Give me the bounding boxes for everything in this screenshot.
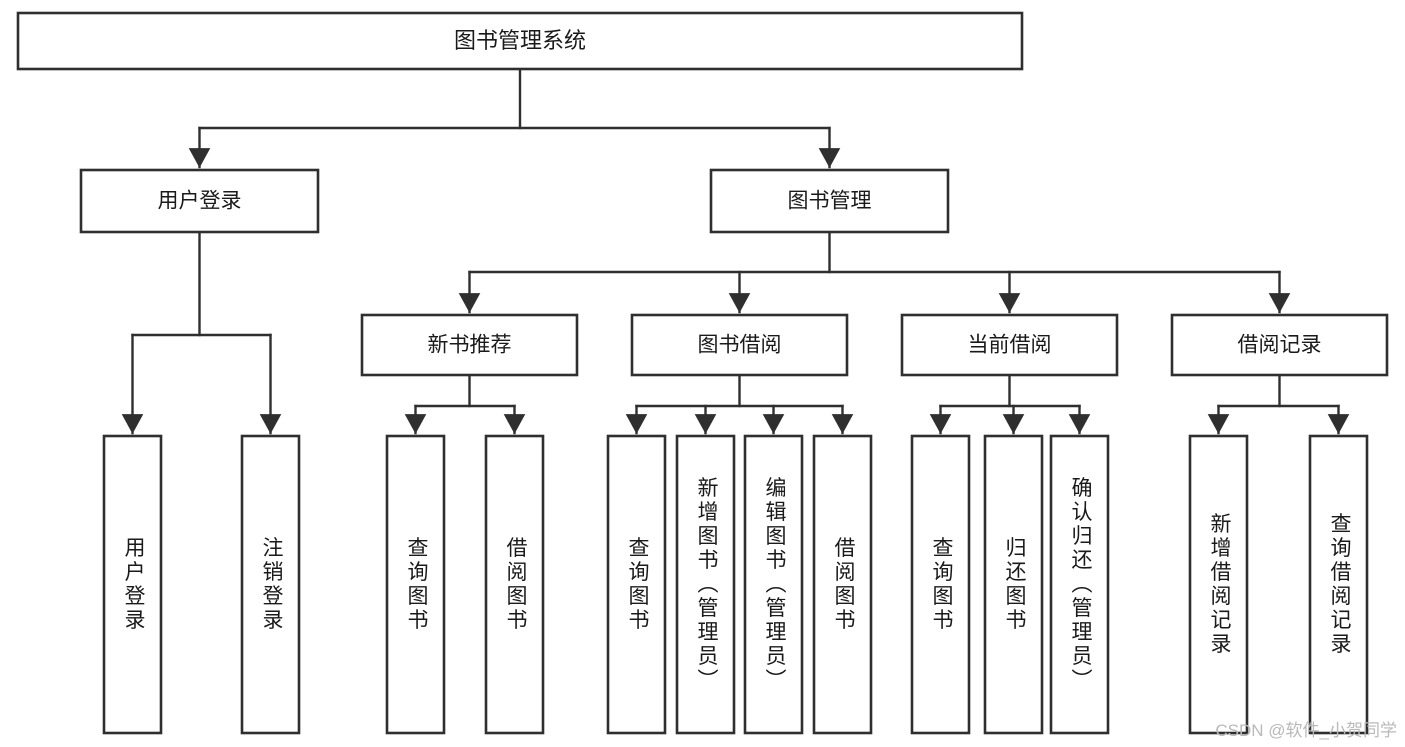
edge-group-book-mgmt: [458, 230, 1291, 314]
node-l3-当前借阅[interactable]: 当前借阅: [900, 313, 1119, 377]
node-box: [709, 168, 950, 234]
node-leaf-新增借阅记录[interactable]: 新增借阅记录: [1188, 434, 1249, 735]
node-box: [983, 434, 1044, 735]
node-label: 借阅图书: [504, 537, 528, 633]
node-label: 编辑图书（管理员）: [763, 477, 787, 693]
node-box: [675, 434, 736, 735]
node-l3-图书借阅[interactable]: 图书借阅: [630, 313, 849, 377]
node-box: [16, 11, 1024, 71]
edge-group-新书推荐: [404, 373, 526, 435]
edge-group-user-login: [121, 230, 282, 435]
node-box: [1308, 434, 1369, 735]
node-label: 查询图书: [626, 537, 650, 633]
node-box: [385, 434, 446, 735]
watermark-text: CSDN @软件_小贺同学: [1215, 721, 1397, 740]
node-l3-新书推荐[interactable]: 新书推荐: [360, 313, 579, 377]
node-box: [360, 313, 579, 377]
node-box: [606, 434, 667, 735]
node-box: [1049, 434, 1110, 735]
edge-group-当前借阅: [929, 373, 1091, 435]
node-label: 查询借阅记录: [1328, 513, 1352, 657]
node-label: 归还图书: [1003, 537, 1027, 633]
node-label: 图书管理: [788, 190, 872, 213]
node-label: 新书推荐: [428, 334, 512, 357]
node-box: [812, 434, 873, 735]
node-l3-借阅记录[interactable]: 借阅记录: [1170, 313, 1389, 377]
node-box: [1170, 313, 1389, 377]
node-leaf-确认归还管理员[interactable]: 确认归还（管理员）: [1049, 434, 1110, 735]
edge-group-root: [188, 67, 841, 169]
node-leaf-新增图书管理员[interactable]: 新增图书（管理员）: [675, 434, 736, 735]
node-box: [484, 434, 545, 735]
node-leaf-归还图书[interactable]: 归还图书: [983, 434, 1044, 735]
node-box: [910, 434, 971, 735]
node-label: 新增借阅记录: [1208, 513, 1232, 657]
node-box: [743, 434, 804, 735]
node-leaf-查询借阅记录[interactable]: 查询借阅记录: [1308, 434, 1369, 735]
node-label: 新增图书（管理员）: [695, 477, 719, 693]
node-box: [900, 313, 1119, 377]
node-box: [240, 434, 301, 735]
node-l2-图书管理[interactable]: 图书管理: [709, 168, 950, 234]
edge-group-图书借阅: [625, 373, 854, 435]
node-box: [630, 313, 849, 377]
node-box: [79, 168, 320, 234]
node-leaf-查询图书[interactable]: 查询图书: [606, 434, 667, 735]
node-leaf-查询图书[interactable]: 查询图书: [910, 434, 971, 735]
node-leaf-注销登录[interactable]: 注销登录: [240, 434, 301, 735]
node-box: [1188, 434, 1249, 735]
node-layer: 图书管理系统用户登录图书管理新书推荐图书借阅当前借阅借阅记录用户登录注销登录查询…: [16, 11, 1389, 735]
edge-layer: [121, 67, 1350, 435]
node-leaf-查询图书[interactable]: 查询图书: [385, 434, 446, 735]
node-label: 用户登录: [158, 190, 242, 213]
edge-group-借阅记录: [1207, 373, 1350, 435]
node-label: 图书管理系统: [454, 28, 586, 53]
node-label: 图书借阅: [698, 334, 782, 357]
node-label: 确认归还（管理员）: [1069, 477, 1093, 693]
node-leaf-用户登录[interactable]: 用户登录: [102, 434, 163, 735]
node-label: 借阅记录: [1238, 334, 1322, 357]
node-box: [102, 434, 163, 735]
node-label: 当前借阅: [968, 334, 1052, 357]
node-root-图书管理系统[interactable]: 图书管理系统: [16, 11, 1024, 71]
node-label: 查询图书: [930, 537, 954, 633]
node-l2-用户登录[interactable]: 用户登录: [79, 168, 320, 234]
node-label: 借阅图书: [832, 537, 856, 633]
node-label: 注销登录: [260, 537, 284, 633]
node-label: 用户登录: [122, 537, 146, 633]
node-leaf-借阅图书[interactable]: 借阅图书: [812, 434, 873, 735]
node-label: 查询图书: [405, 537, 429, 633]
node-leaf-借阅图书[interactable]: 借阅图书: [484, 434, 545, 735]
node-leaf-编辑图书管理员[interactable]: 编辑图书（管理员）: [743, 434, 804, 735]
